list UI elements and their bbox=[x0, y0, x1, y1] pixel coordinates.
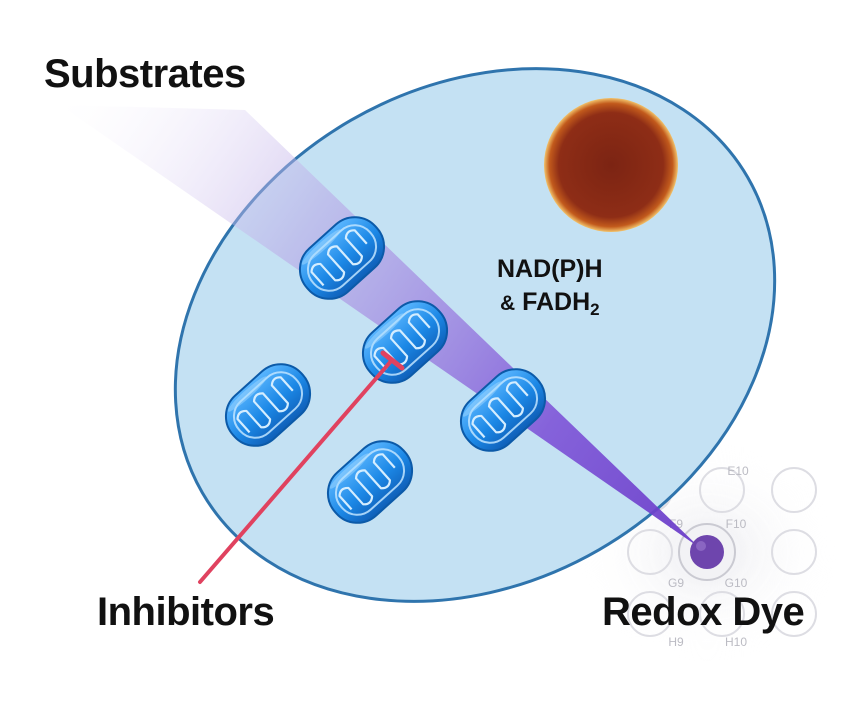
redox-dye-label: Redox Dye bbox=[602, 590, 805, 634]
inhibitor-arrow bbox=[198, 350, 405, 584]
plate-well-label: G9 bbox=[668, 576, 684, 590]
fadh-text: FADH bbox=[522, 288, 591, 316]
fadh2-text: & FADH2 bbox=[497, 286, 603, 320]
cofactor-label: NAD(P)H & FADH2 bbox=[497, 253, 603, 320]
plate-well-label: H10 bbox=[725, 635, 747, 649]
plate-well-label: E10 bbox=[727, 464, 749, 478]
fadh-subscript: 2 bbox=[590, 300, 600, 319]
substrates-label: Substrates bbox=[44, 52, 246, 96]
plate-well-label: G10 bbox=[725, 576, 748, 590]
inhibitors-label: Inhibitors bbox=[97, 590, 275, 634]
plate-well-label: F10 bbox=[726, 517, 747, 531]
nadph-text: NAD(P)H bbox=[497, 255, 603, 283]
ampersand-text: & bbox=[499, 292, 516, 315]
plate-well-label: H9 bbox=[668, 635, 684, 649]
nucleus bbox=[544, 98, 678, 232]
redox-dye-well bbox=[690, 535, 724, 569]
